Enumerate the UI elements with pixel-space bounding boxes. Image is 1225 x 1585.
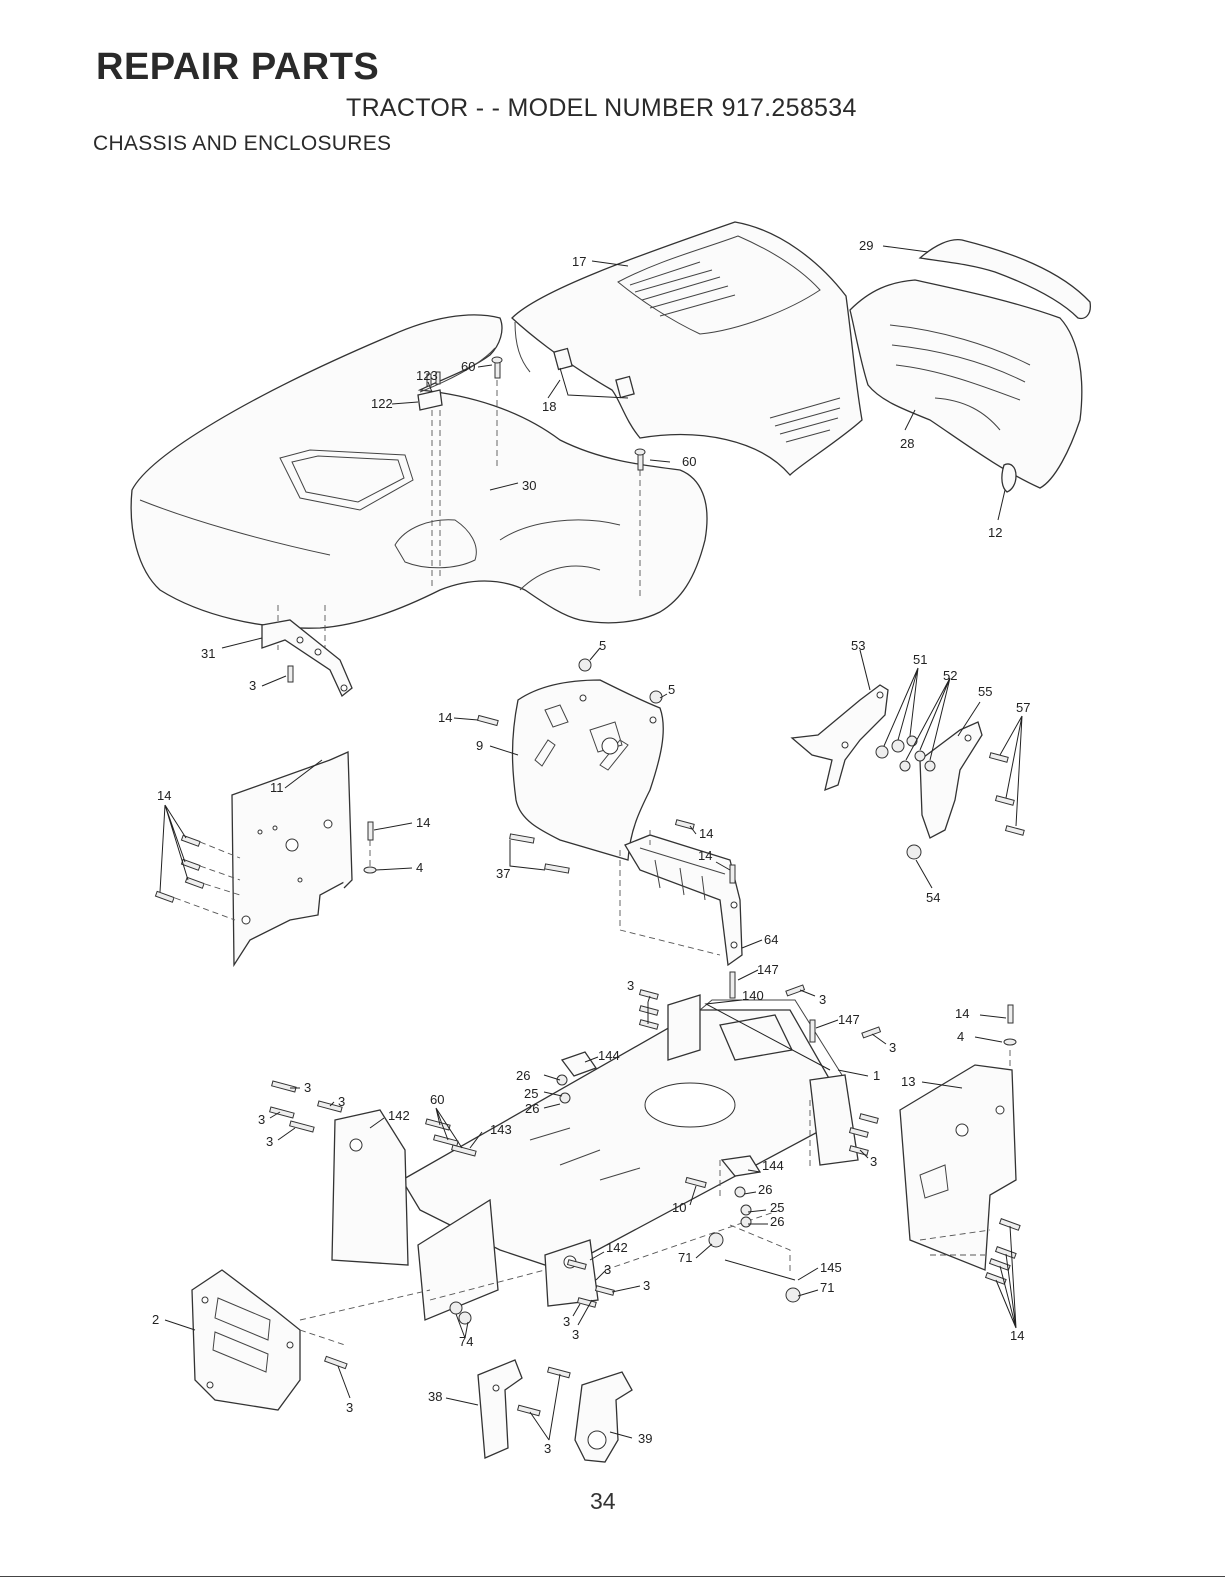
grille-part	[850, 280, 1082, 488]
callout-3: 3	[266, 1134, 273, 1149]
callout-52: 52	[943, 668, 957, 683]
callout-28: 28	[900, 436, 914, 451]
callout-26: 26	[516, 1068, 530, 1083]
callout-57: 57	[1016, 700, 1030, 715]
callout-14: 14	[157, 788, 171, 803]
callout-5: 5	[668, 682, 675, 697]
callout-14: 14	[416, 815, 430, 830]
front-bracket-part	[192, 1270, 300, 1410]
callout-60: 60	[682, 454, 696, 469]
hood-part	[512, 222, 862, 475]
callout-60: 60	[461, 359, 475, 374]
callout-4: 4	[416, 860, 423, 875]
callout-3: 3	[249, 678, 256, 693]
callout-3: 3	[346, 1400, 353, 1415]
callout-147: 147	[838, 1012, 860, 1027]
callout-145: 145	[820, 1260, 842, 1275]
callout-53: 53	[851, 638, 865, 653]
callout-11: 11	[270, 780, 284, 795]
callout-26: 26	[758, 1182, 772, 1197]
callout-3: 3	[304, 1080, 311, 1095]
callout-39: 39	[638, 1431, 652, 1446]
callout-26: 26	[525, 1101, 539, 1116]
right-lower-bracket-part	[575, 1372, 632, 1462]
callout-30: 30	[522, 478, 536, 493]
right-side-panel-part	[900, 1065, 1016, 1270]
callout-26: 26	[770, 1214, 784, 1229]
callout-3: 3	[563, 1314, 570, 1329]
callout-17: 17	[572, 254, 586, 269]
callout-14: 14	[955, 1006, 969, 1021]
callout-10: 10	[672, 1200, 686, 1215]
callout-64: 64	[764, 932, 778, 947]
callout-29: 29	[859, 238, 873, 253]
callout-12: 12	[988, 525, 1002, 540]
callout-51: 51	[913, 652, 927, 667]
callout-2: 2	[152, 1312, 159, 1327]
callout-60: 60	[430, 1092, 444, 1107]
steering-bracket-part	[792, 685, 888, 790]
left-lower-bracket-part	[478, 1360, 522, 1458]
callout-14: 14	[438, 710, 452, 725]
callout-3: 3	[604, 1262, 611, 1277]
callout-71: 71	[678, 1250, 692, 1265]
callout-3: 3	[572, 1327, 579, 1342]
page-number: 34	[590, 1488, 616, 1515]
callout-122: 122	[371, 396, 393, 411]
callout-55: 55	[978, 684, 992, 699]
callout-3: 3	[643, 1278, 650, 1293]
callout-4: 4	[957, 1029, 964, 1044]
callout-140: 140	[742, 988, 764, 1003]
callout-3: 3	[889, 1040, 896, 1055]
callout-18: 18	[542, 399, 556, 414]
callout-38: 38	[428, 1389, 442, 1404]
callout-144: 144	[598, 1048, 620, 1063]
callout-3: 3	[544, 1441, 551, 1456]
callout-123: 123	[416, 368, 438, 383]
callout-5: 5	[599, 638, 606, 653]
steering-plate-part	[920, 722, 982, 838]
callout-3: 3	[627, 978, 634, 993]
callout-25: 25	[524, 1086, 538, 1101]
callout-14: 14	[698, 848, 712, 863]
callout-147: 147	[757, 962, 779, 977]
callout-37: 37	[496, 866, 510, 881]
dash-panel-part	[513, 680, 664, 860]
callout-142: 142	[606, 1240, 628, 1255]
callout-142: 142	[388, 1108, 410, 1123]
callout-25: 25	[770, 1200, 784, 1215]
callout-3: 3	[258, 1112, 265, 1127]
seat-bracket-part	[262, 620, 352, 696]
callout-3: 3	[819, 992, 826, 1007]
footer-divider	[0, 1576, 1225, 1577]
callout-3: 3	[338, 1094, 345, 1109]
callout-71: 71	[820, 1280, 834, 1295]
callout-74: 74	[459, 1334, 473, 1349]
callout-144: 144	[762, 1158, 784, 1173]
callout-1: 1	[873, 1068, 880, 1083]
callout-9: 9	[476, 738, 483, 753]
left-side-panel-part	[232, 752, 352, 965]
callout-14: 14	[1010, 1328, 1024, 1343]
callout-3: 3	[870, 1154, 877, 1169]
callout-14: 14	[699, 826, 713, 841]
callout-54: 54	[926, 890, 940, 905]
callout-143: 143	[490, 1122, 512, 1137]
callout-13: 13	[901, 1074, 915, 1089]
callout-31: 31	[201, 646, 215, 661]
latch-part	[1002, 464, 1016, 492]
